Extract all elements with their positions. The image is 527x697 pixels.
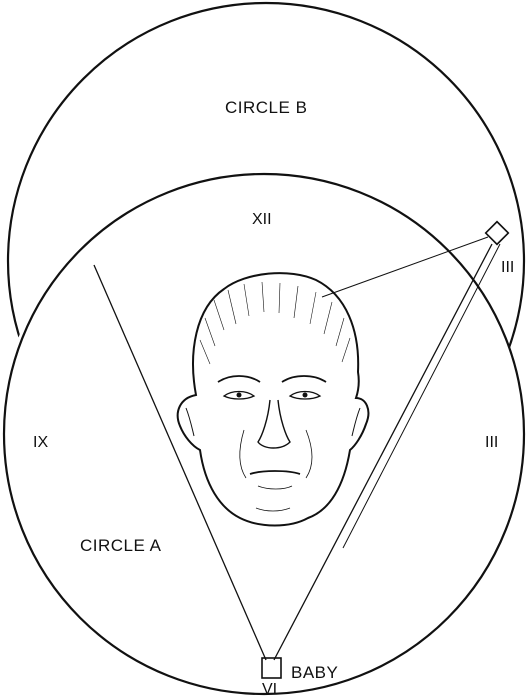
clock-label-top: XII [252, 211, 272, 228]
face-illustration [178, 273, 369, 525]
baby-label: BABY [291, 663, 338, 682]
circle-b-outline [8, 3, 524, 519]
upper-right-box [486, 222, 509, 245]
sight-line-inner [343, 244, 500, 548]
clock-label-left: IX [33, 434, 48, 451]
clock-label-right: III [485, 434, 498, 451]
circle-b-label: CIRCLE B [225, 98, 307, 117]
clock-label-outer-right: III [501, 259, 514, 276]
clock-label-bottom: VI [262, 681, 277, 697]
baby-box [262, 658, 281, 678]
circle-a-label: CIRCLE A [80, 536, 162, 555]
sight-line-right [274, 244, 492, 660]
